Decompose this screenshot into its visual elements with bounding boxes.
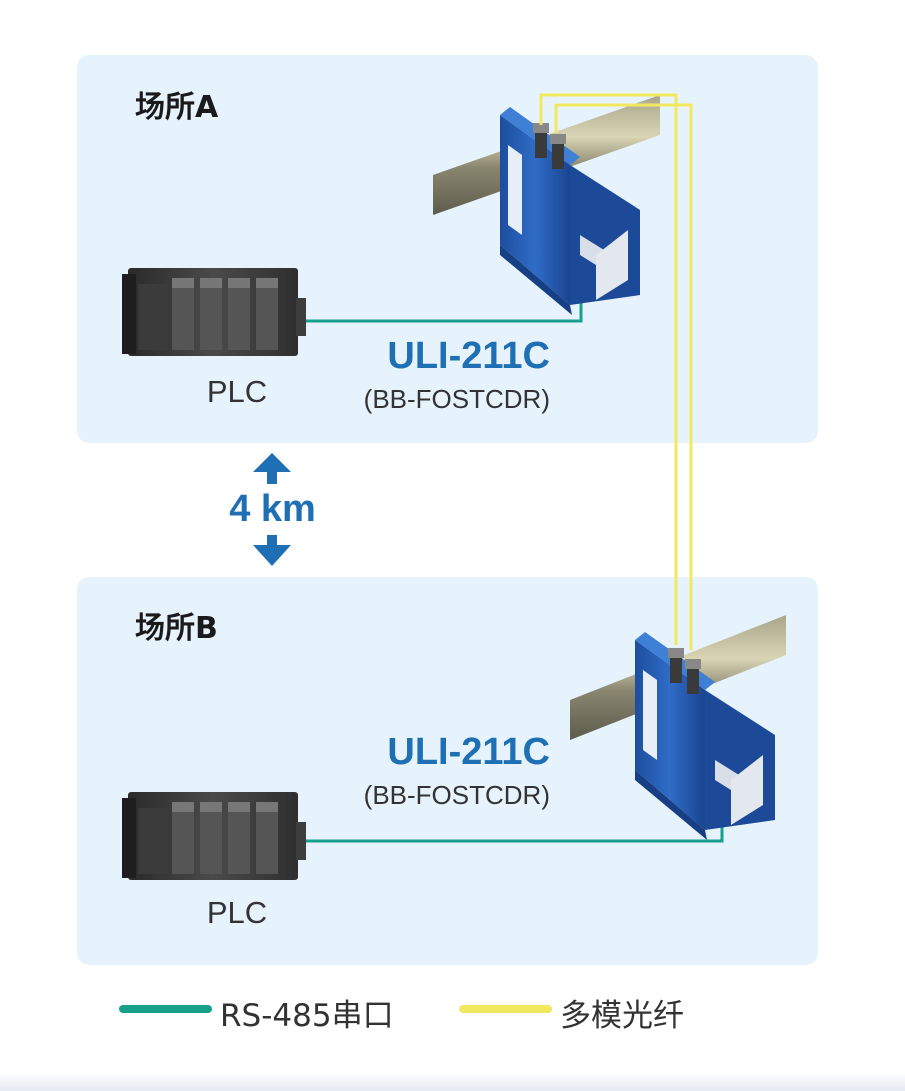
plc-b-label: PLC (206, 895, 268, 930)
device-a-sub: (BB-FOSTCDR) (363, 384, 550, 414)
serial-link-a (302, 300, 583, 323)
device-b-model: ULI-211C (387, 731, 550, 773)
device-a-model: ULI-211C (387, 335, 550, 377)
legend-fiber-label: 多模光纤 (560, 998, 684, 1034)
arrow-down-icon (253, 545, 291, 566)
device-b-sub: (BB-FOSTCDR) (363, 780, 550, 810)
arrow-up-icon (253, 453, 291, 472)
bottom-edge (0, 1072, 905, 1091)
site-a-title: 场所A (135, 90, 219, 125)
fiber-link-2 (554, 103, 693, 650)
serial-link-b (302, 820, 724, 843)
site-b-title: 场所B (135, 611, 218, 646)
legend-serial-label: RS-485串口 (220, 998, 394, 1034)
plc-a-label: PLC (206, 374, 268, 409)
distance-arrow (253, 453, 291, 566)
distance-label: 4 km (229, 488, 316, 530)
site-a-panel (77, 55, 818, 443)
fiber-link-1 (539, 93, 678, 645)
